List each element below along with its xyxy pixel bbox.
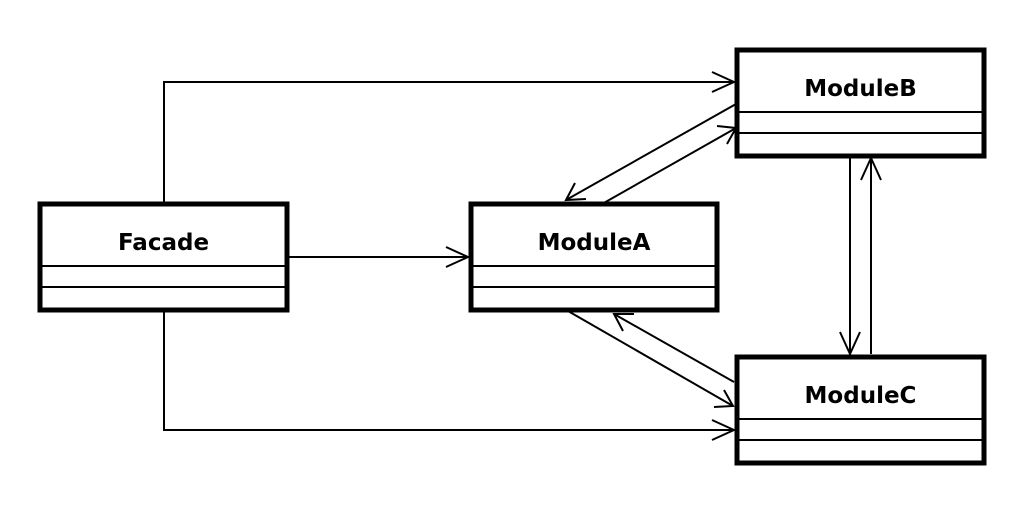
- class-name-modulea: ModuleA: [538, 230, 651, 256]
- connector-facade-to-moduleb: [163, 71, 737, 204]
- connector-facade-to-modulea: [288, 246, 471, 268]
- class-name-facade: Facade: [118, 230, 209, 256]
- class-name-moduleb: ModuleB: [804, 76, 917, 102]
- class-modulea[interactable]: ModuleA: [468, 201, 720, 313]
- connector-moduleb-to-modulea: [564, 103, 737, 202]
- connector-modulec-to-moduleb: [860, 155, 882, 354]
- arrowhead-moduleb-from-a: [716, 125, 738, 145]
- connector-moduleb-to-modulec: [839, 157, 861, 357]
- class-name-modulec: ModuleC: [805, 383, 917, 409]
- arrowhead-modulea-from-c: [612, 313, 634, 332]
- arrowhead-moduleb: [711, 71, 737, 93]
- connector-modulec-to-modulea: [612, 313, 735, 383]
- arrowhead-modulec-from-b: [839, 331, 861, 357]
- class-modulec[interactable]: ModuleC: [734, 354, 987, 466]
- connector-facade-to-modulec: [163, 310, 737, 441]
- arrowhead-modulea-from-b: [564, 182, 587, 202]
- arrowhead-modulec: [711, 419, 737, 441]
- connector-modulea-to-modulec: [567, 310, 735, 408]
- connector-modulea-to-moduleb: [601, 125, 738, 205]
- arrowhead-modulec-from-a: [713, 389, 735, 408]
- class-facade[interactable]: Facade: [37, 201, 290, 313]
- connectors: [163, 71, 882, 441]
- class-moduleb[interactable]: ModuleB: [734, 47, 987, 159]
- arrowhead-modulea: [445, 246, 471, 268]
